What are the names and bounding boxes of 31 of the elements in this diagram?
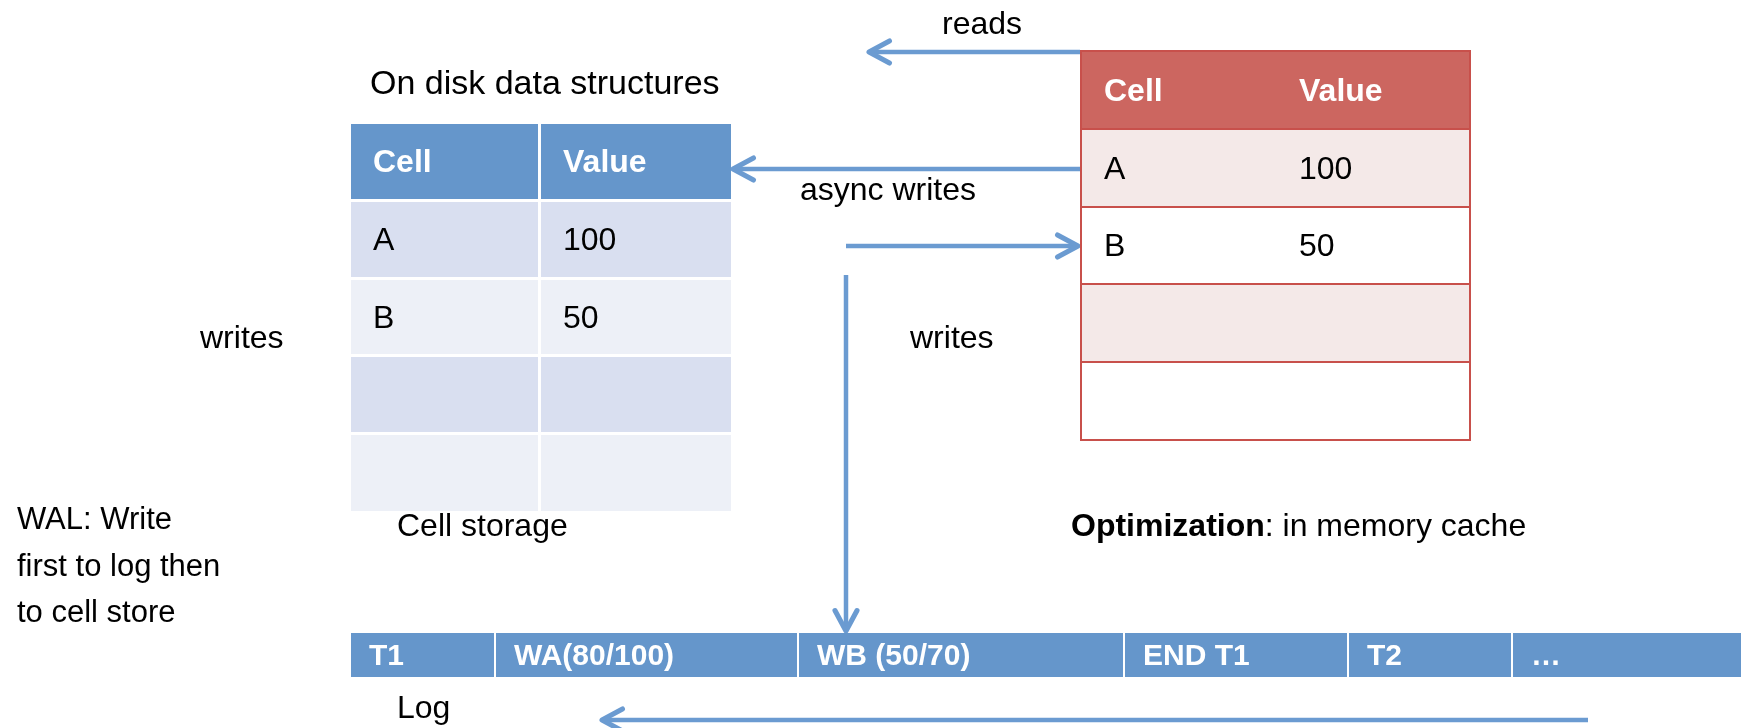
table-cell: B bbox=[1080, 208, 1277, 285]
log-entry: T1 bbox=[351, 633, 496, 677]
table-cell: 100 bbox=[541, 202, 731, 280]
node-label: Cell storage bbox=[397, 506, 568, 545]
note: WAL: Write first to log then to cell store bbox=[17, 500, 222, 631]
header-cell: Cell bbox=[1080, 50, 1277, 130]
label: writes bbox=[910, 318, 994, 357]
table-cell: A bbox=[1080, 130, 1277, 208]
log-entry: END T1 bbox=[1125, 633, 1349, 677]
table-cell: 100 bbox=[1277, 130, 1471, 208]
label: writes bbox=[200, 318, 284, 357]
table-cell: 50 bbox=[1277, 208, 1471, 285]
arrow bbox=[866, 38, 1080, 66]
arrow bbox=[832, 275, 860, 634]
note: Optimization: in memory cache bbox=[1071, 506, 1527, 545]
header-cell: Value bbox=[1277, 50, 1471, 130]
table-cell: 50 bbox=[541, 280, 731, 357]
arrow bbox=[846, 232, 1081, 260]
header-cell: Value bbox=[541, 124, 731, 202]
node-label: Log bbox=[397, 688, 451, 727]
arrow bbox=[730, 155, 1080, 183]
header-cell: Cell bbox=[351, 124, 541, 202]
log-entry: WB (50/70) bbox=[799, 633, 1125, 677]
table-cell: A bbox=[351, 202, 541, 280]
log-bar bbox=[351, 633, 1741, 677]
table bbox=[1080, 50, 1471, 441]
log-entry: T2 bbox=[1349, 633, 1513, 677]
table-heading: On disk data structures bbox=[370, 62, 720, 103]
log-entry: WA(80/100) bbox=[496, 633, 799, 677]
log-entry: … bbox=[1513, 633, 1741, 677]
table-cell: B bbox=[351, 280, 541, 357]
